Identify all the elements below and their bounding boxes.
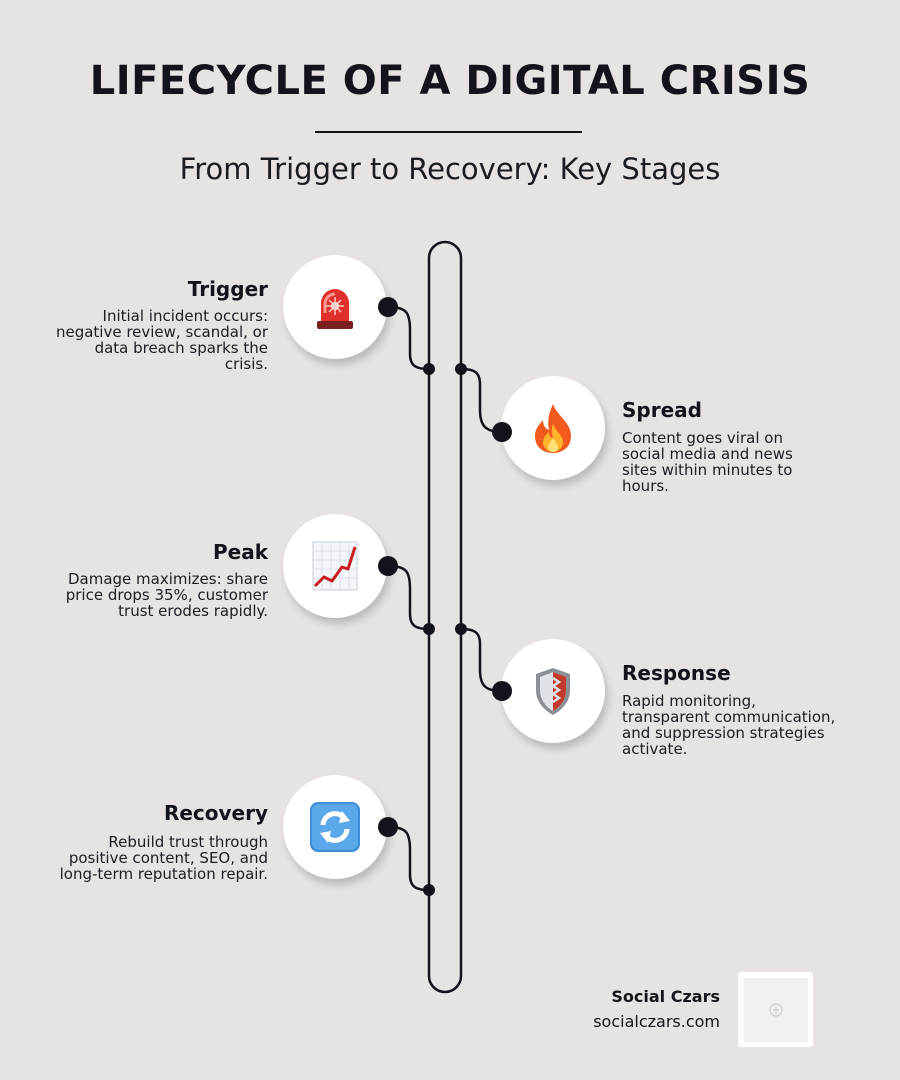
siren-icon <box>317 289 353 329</box>
stage-dot-recovery <box>378 817 398 837</box>
stage-title-peak: Peak <box>212 540 268 564</box>
stage-circle-trigger <box>283 255 387 359</box>
stage-circle-spread <box>501 376 605 480</box>
stage-dot-peak <box>378 556 398 576</box>
stage-desc-recovery: Rebuild trust through positive content, … <box>59 833 268 883</box>
connector-response <box>460 627 503 693</box>
brand-url[interactable]: socialczars.com <box>593 1012 720 1031</box>
page-subtitle: From Trigger to Recovery: Key Stages <box>179 152 721 186</box>
stage-dot-trigger <box>378 297 398 317</box>
stage-title-response: Response <box>622 661 731 685</box>
stage-desc-spread: Content goes viral on social media and n… <box>622 429 793 495</box>
stage-title-spread: Spread <box>622 398 702 422</box>
stage-dot-spread <box>492 422 512 442</box>
stage-dot-response <box>492 681 512 701</box>
connector-recovery <box>387 825 430 892</box>
fire-icon <box>535 404 571 453</box>
stage-desc-trigger: Initial incident occurs: negative review… <box>55 307 268 373</box>
stage-title-trigger: Trigger <box>187 277 268 301</box>
brand-name: Social Czars <box>611 987 720 1006</box>
logo-mark-icon <box>769 1003 782 1016</box>
chart-increasing-icon <box>312 541 358 591</box>
junction-dot-spread <box>455 363 467 375</box>
connector-spread <box>460 367 503 434</box>
timeline-track <box>427 240 463 994</box>
stage-desc-response: Rapid monitoring, transparent communicat… <box>622 692 836 758</box>
shield-icon <box>536 668 570 715</box>
stage-circle-recovery <box>283 775 387 879</box>
stage-title-recovery: Recovery <box>163 801 268 825</box>
junction-dot-peak <box>423 623 435 635</box>
junction-dot-response <box>455 623 467 635</box>
connector-trigger <box>387 305 430 371</box>
refresh-icon <box>310 802 360 852</box>
brand-logo <box>738 972 813 1047</box>
stage-circle-peak <box>283 514 387 618</box>
junction-dot-recovery <box>423 884 435 896</box>
connector-peak <box>387 564 430 631</box>
stage-desc-peak: Damage maximizes: share price drops 35%,… <box>65 570 268 620</box>
stage-circle-response <box>501 639 605 743</box>
title-divider <box>315 131 582 133</box>
page-title: LIFECYCLE OF A DIGITAL CRISIS <box>89 58 811 104</box>
junction-dot-trigger <box>423 363 435 375</box>
